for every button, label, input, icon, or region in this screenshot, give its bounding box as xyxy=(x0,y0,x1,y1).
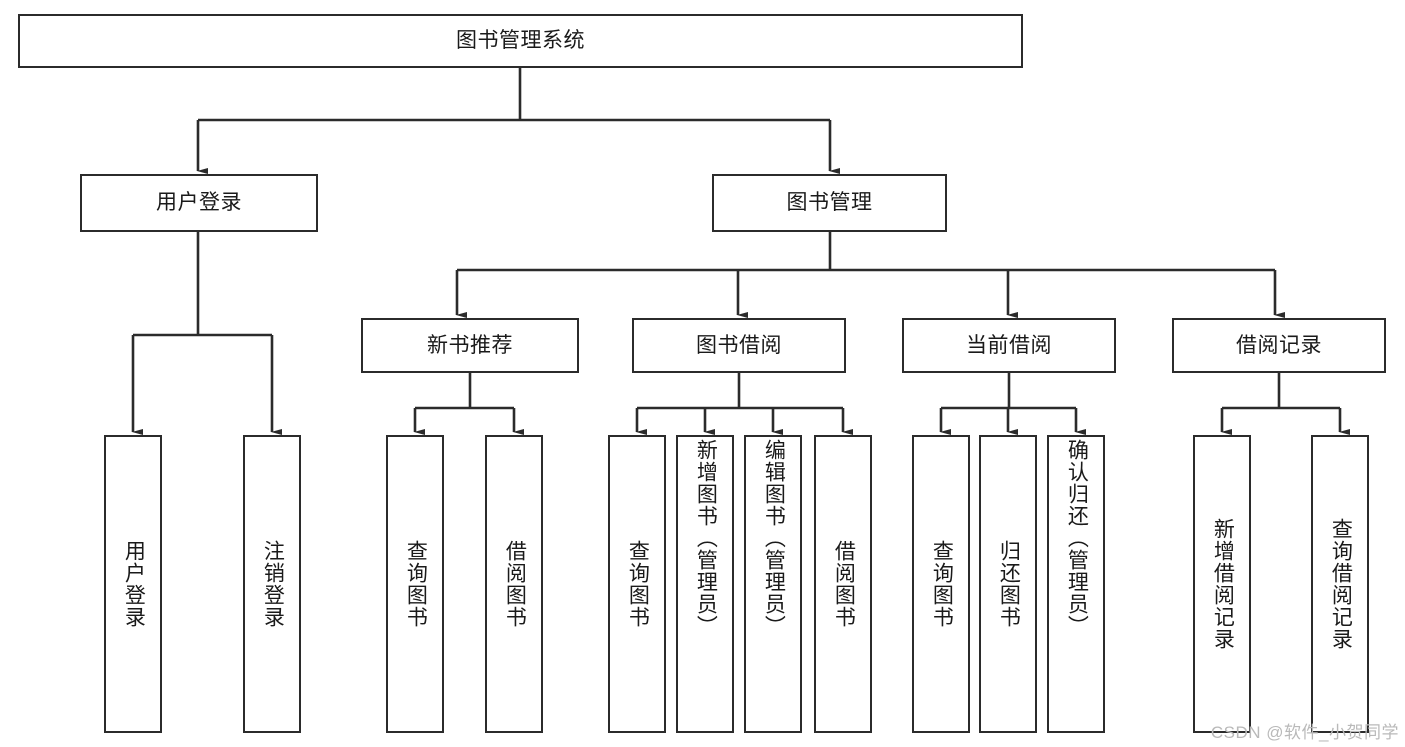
leaf-node-12[interactable]: 查询借阅记录 xyxy=(1311,435,1369,733)
leaf-label: 确认归还（管理员） xyxy=(1065,439,1089,637)
leaf-label: 查询图书 xyxy=(626,540,650,628)
leaf-node-8[interactable]: 查询图书 xyxy=(912,435,970,733)
leaf-node-1[interactable]: 注销登录 xyxy=(243,435,301,733)
leaf-node-10[interactable]: 确认归还（管理员） xyxy=(1047,435,1105,733)
leaf-node-4[interactable]: 查询图书 xyxy=(608,435,666,733)
level3-node-1[interactable]: 图书借阅 xyxy=(632,318,846,373)
leaf-label: 注销登录 xyxy=(261,540,285,628)
leaf-node-5[interactable]: 新增图书（管理员） xyxy=(676,435,734,733)
connector-lines xyxy=(131,68,1350,435)
leaf-label: 查询图书 xyxy=(404,540,428,628)
level3-node-2[interactable]: 当前借阅 xyxy=(902,318,1116,373)
leaf-label: 归还图书 xyxy=(997,540,1021,628)
leaf-node-2[interactable]: 查询图书 xyxy=(386,435,444,733)
leaf-node-0[interactable]: 用户登录 xyxy=(104,435,162,733)
root-label: 图书管理系统 xyxy=(456,29,585,53)
leaf-node-6[interactable]: 编辑图书（管理员） xyxy=(744,435,802,733)
leaf-label: 编辑图书（管理员） xyxy=(762,439,786,637)
level2-node-0[interactable]: 用户登录 xyxy=(80,174,318,232)
level2-node-1[interactable]: 图书管理 xyxy=(712,174,947,232)
leaf-label: 查询借阅记录 xyxy=(1329,518,1353,650)
level3-node-3[interactable]: 借阅记录 xyxy=(1172,318,1386,373)
level3-label: 图书借阅 xyxy=(696,333,782,357)
level2-label: 图书管理 xyxy=(786,191,873,215)
leaf-node-9[interactable]: 归还图书 xyxy=(979,435,1037,733)
level3-label: 借阅记录 xyxy=(1236,333,1322,357)
root-node-0[interactable]: 图书管理系统 xyxy=(18,14,1023,68)
leaf-label: 借阅图书 xyxy=(503,540,527,628)
leaf-label: 借阅图书 xyxy=(832,540,856,628)
leaf-node-11[interactable]: 新增借阅记录 xyxy=(1193,435,1251,733)
leaf-label: 查询图书 xyxy=(930,540,954,628)
level3-node-0[interactable]: 新书推荐 xyxy=(361,318,579,373)
level2-label: 用户登录 xyxy=(156,191,242,215)
leaf-node-3[interactable]: 借阅图书 xyxy=(485,435,543,733)
level3-label: 新书推荐 xyxy=(427,333,513,357)
leaf-label: 用户登录 xyxy=(122,540,146,628)
level3-label: 当前借阅 xyxy=(966,333,1052,357)
leaf-label: 新增图书（管理员） xyxy=(694,439,718,637)
leaf-node-7[interactable]: 借阅图书 xyxy=(814,435,872,733)
leaf-label: 新增借阅记录 xyxy=(1211,518,1235,650)
